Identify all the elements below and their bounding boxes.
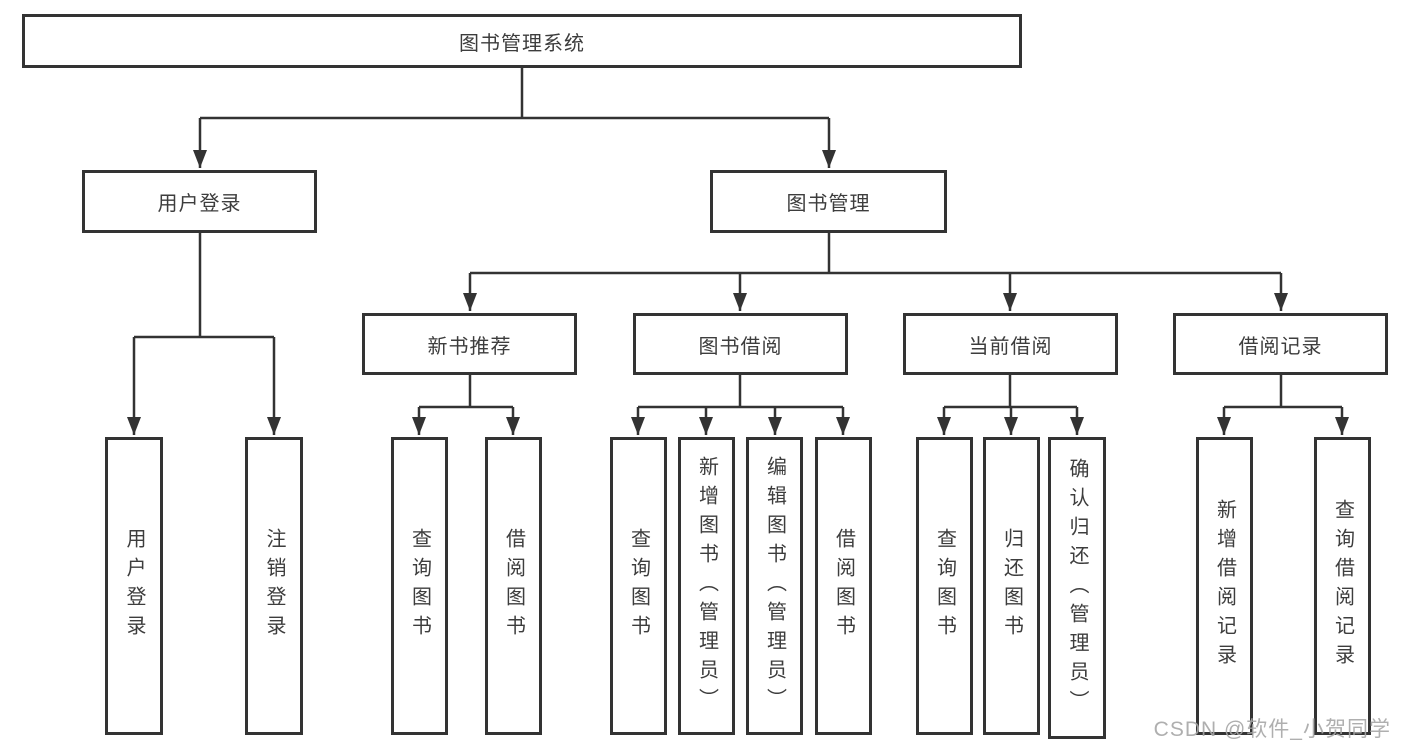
connector-borrowing-records-to-leaves <box>1217 375 1349 435</box>
node-book-management: 图书管理 <box>710 170 947 233</box>
csdn-watermark: CSDN @软件_小贺同学 <box>1153 718 1391 741</box>
connector-current-borrowing-to-leaves <box>937 375 1084 435</box>
leaf-borrow-books: 借阅图书 <box>815 437 872 735</box>
connector-new-book-recommend-to-leaves <box>412 375 520 435</box>
leaf-query-books-recommend: 查询图书 <box>391 437 448 735</box>
connector-user-login-to-leaves <box>127 233 281 435</box>
leaf-query-books-current: 查询图书 <box>916 437 973 735</box>
leaf-add-borrow-record: 新增借阅记录 <box>1196 437 1253 735</box>
node-book-borrowing: 图书借阅 <box>633 313 848 375</box>
connector-book-borrowing-to-leaves <box>631 375 850 435</box>
leaf-query-books-borrowing: 查询图书 <box>610 437 667 735</box>
leaf-return-books: 归还图书 <box>983 437 1040 735</box>
node-new-book-recommend: 新书推荐 <box>362 313 577 375</box>
leaf-edit-book-admin: 编辑图书（管理员） <box>746 437 803 735</box>
node-borrowing-records: 借阅记录 <box>1173 313 1388 375</box>
leaf-query-borrow-record: 查询借阅记录 <box>1314 437 1371 735</box>
node-user-login: 用户登录 <box>82 170 317 233</box>
node-library-system: 图书管理系统 <box>22 14 1022 68</box>
leaf-borrow-books-recommend: 借阅图书 <box>485 437 542 735</box>
leaf-confirm-return-admin: 确认归还（管理员） <box>1048 437 1106 739</box>
leaf-user-login: 用户登录 <box>105 437 163 735</box>
connector-book-management-to-level3 <box>463 233 1288 311</box>
leaf-logout: 注销登录 <box>245 437 303 735</box>
connector-root-to-level2 <box>193 68 836 168</box>
node-current-borrowing: 当前借阅 <box>903 313 1118 375</box>
leaf-add-book-admin: 新增图书（管理员） <box>678 437 735 735</box>
